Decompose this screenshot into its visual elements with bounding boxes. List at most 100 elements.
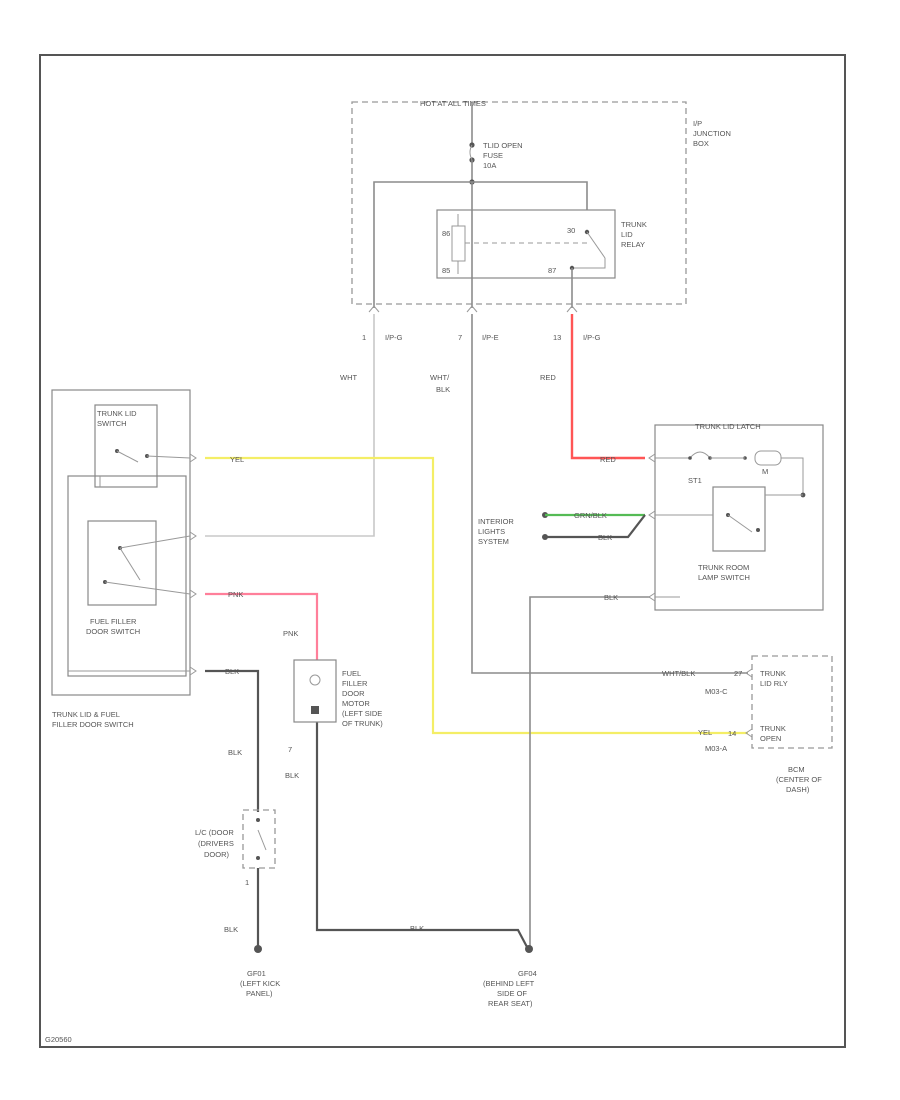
bcm-conn-1-label: M03-C <box>705 687 728 696</box>
wire-wht-blk-bcm-label: WHT/BLK <box>662 669 695 678</box>
bcm-trunk-open-1: TRUNK <box>760 724 786 733</box>
wire-pnk-label: PNK <box>228 590 243 599</box>
wire-yel <box>205 456 748 735</box>
trunk-lid-switch-box <box>94 404 158 488</box>
interior-lights-label-2: LIGHTS <box>478 527 505 536</box>
bcm-pin-1: 27 <box>734 669 742 678</box>
lamp-switch-label-1: TRUNK ROOM <box>698 563 749 572</box>
motor-pin-label: 7 <box>288 745 292 754</box>
connector-left <box>368 305 380 313</box>
wire-wht <box>205 314 375 537</box>
relay-contact-out <box>572 258 606 269</box>
fuse-label-2: FUSE <box>483 151 503 160</box>
wire-blk-motor <box>315 722 528 948</box>
bcm-label-3: DASH) <box>786 785 810 794</box>
fuel-switch-wire-bottom <box>104 581 191 595</box>
conn-left-label: I/P-G <box>385 333 403 342</box>
sw-conn-yel <box>189 453 197 463</box>
fuel-filler-switch-label-1: FUEL FILLER <box>90 617 137 626</box>
wire-grn-label: GRN/BLK <box>574 511 607 520</box>
trunk-lid-switch-arm <box>116 450 139 463</box>
interior-lights-label-1: INTERIOR <box>478 517 514 526</box>
connector-right <box>566 305 578 313</box>
switch-assembly-label-2: FILLER DOOR SWITCH <box>52 720 134 729</box>
ground-left-dot <box>254 945 262 953</box>
ground-right-label-2: (BEHIND LEFT <box>483 979 535 988</box>
wire-red-top-label: RED <box>540 373 556 382</box>
door-switch-contact-top <box>256 818 260 822</box>
bcm-trunk-open-2: OPEN <box>760 734 781 743</box>
latch-right-wire <box>781 457 804 495</box>
trunk-lid-latch-box <box>654 424 824 611</box>
trunk-lid-switch-label-1: TRUNK LID <box>97 409 137 418</box>
fuel-door-motor-label-6: OF TRUNK) <box>342 719 383 728</box>
bcm-conn-1 <box>745 668 753 678</box>
latch-lock-label: ST1 <box>688 476 702 485</box>
wire-pnk <box>205 592 319 660</box>
fuel-door-motor-box <box>293 659 337 723</box>
door-switch-label-1: L/C (DOOR <box>195 828 234 837</box>
bcm-conn-2 <box>745 728 753 738</box>
pin-mid-label: 7 <box>458 333 462 342</box>
lamp-switch-label-2: LAMP SWITCH <box>698 573 750 582</box>
fuel-door-motor-label-5: (LEFT SIDE <box>342 709 382 718</box>
door-switch-label-3: DOOR) <box>204 850 230 859</box>
junction-box-label-2: JUNCTION <box>693 129 731 138</box>
junction-box-label-3: BOX <box>693 139 709 148</box>
ground-right-dot <box>525 945 533 953</box>
wire-yel-label: YEL <box>230 455 244 464</box>
junction-box-outline <box>351 101 687 305</box>
latch-actuator-box <box>754 450 782 466</box>
sw-conn-pnk <box>189 589 197 599</box>
fuel-door-motor-label-2: FILLER <box>342 679 368 688</box>
wire-blk-latch-label: BLK <box>604 593 618 602</box>
fuel-door-motor-label-1: FUEL <box>342 669 361 678</box>
fuel-door-motor-icon <box>309 674 321 686</box>
latch-actuator-text: M <box>762 467 768 476</box>
wire-blk-int-label: BLK <box>598 533 612 542</box>
wire-yel-bcm-label: YEL <box>698 728 712 737</box>
diagram-id: G20560 <box>45 1035 72 1044</box>
ground-left-label-2: (LEFT KICK <box>240 979 280 988</box>
wire-blk-int <box>545 514 646 539</box>
diagram-frame <box>39 54 846 1048</box>
relay-contact-arm <box>586 231 606 259</box>
fuel-door-motor-label-4: MOTOR <box>342 699 370 708</box>
bcm-trunk-lid-rly-1: TRUNK <box>760 669 786 678</box>
fuse-label-3: 10A <box>483 161 496 170</box>
sw-conn-blk <box>189 666 197 676</box>
relay-pin-87: 87 <box>548 266 556 275</box>
relay-pin-85: 85 <box>442 266 450 275</box>
bcm-conn-2-label: M03-A <box>705 744 727 753</box>
wire-red-latch-label: RED <box>600 455 616 464</box>
sw-conn-wht <box>189 531 197 541</box>
hot-at-all-times-label: HOT AT ALL TIMES <box>420 99 486 108</box>
wire-blk-latch <box>529 596 650 947</box>
fuel-door-motor-terminal <box>311 706 319 714</box>
ground-right-label-1: GF04 <box>518 969 537 978</box>
switch-assembly-inner <box>67 475 187 677</box>
trunk-room-lamp-switch-box <box>712 486 766 552</box>
wire-pnk-motor-label: PNK <box>283 629 298 638</box>
latch-conn-red <box>648 453 656 463</box>
fuel-switch-arm <box>119 547 141 581</box>
jb-bus-left <box>373 181 472 308</box>
relay-label-3: RELAY <box>621 240 645 249</box>
relay-coil <box>451 225 466 262</box>
door-switch-label-2: (DRIVERS <box>198 839 234 848</box>
wire-wht-top-label: WHT <box>340 373 357 382</box>
fuse-label-1: TLID OPEN <box>483 141 523 150</box>
latch-conn-grn <box>648 510 656 520</box>
relay-pin-86: 86 <box>442 229 450 238</box>
ground-left-label-3: PANEL) <box>246 989 273 998</box>
relay-label-1: TRUNK <box>621 220 647 229</box>
trunk-lid-switch-wire <box>146 455 191 459</box>
wire-blk-left-label: BLK <box>228 748 242 757</box>
wire-red <box>570 314 645 460</box>
bcm-label-2: (CENTER OF <box>776 775 822 784</box>
lamp-switch-contact-right <box>756 528 760 532</box>
wire-wht-blk-label-1: WHT/ <box>430 373 450 382</box>
bcm-trunk-lid-rly-2: LID RLY <box>760 679 788 688</box>
bcm-outline <box>751 655 833 749</box>
